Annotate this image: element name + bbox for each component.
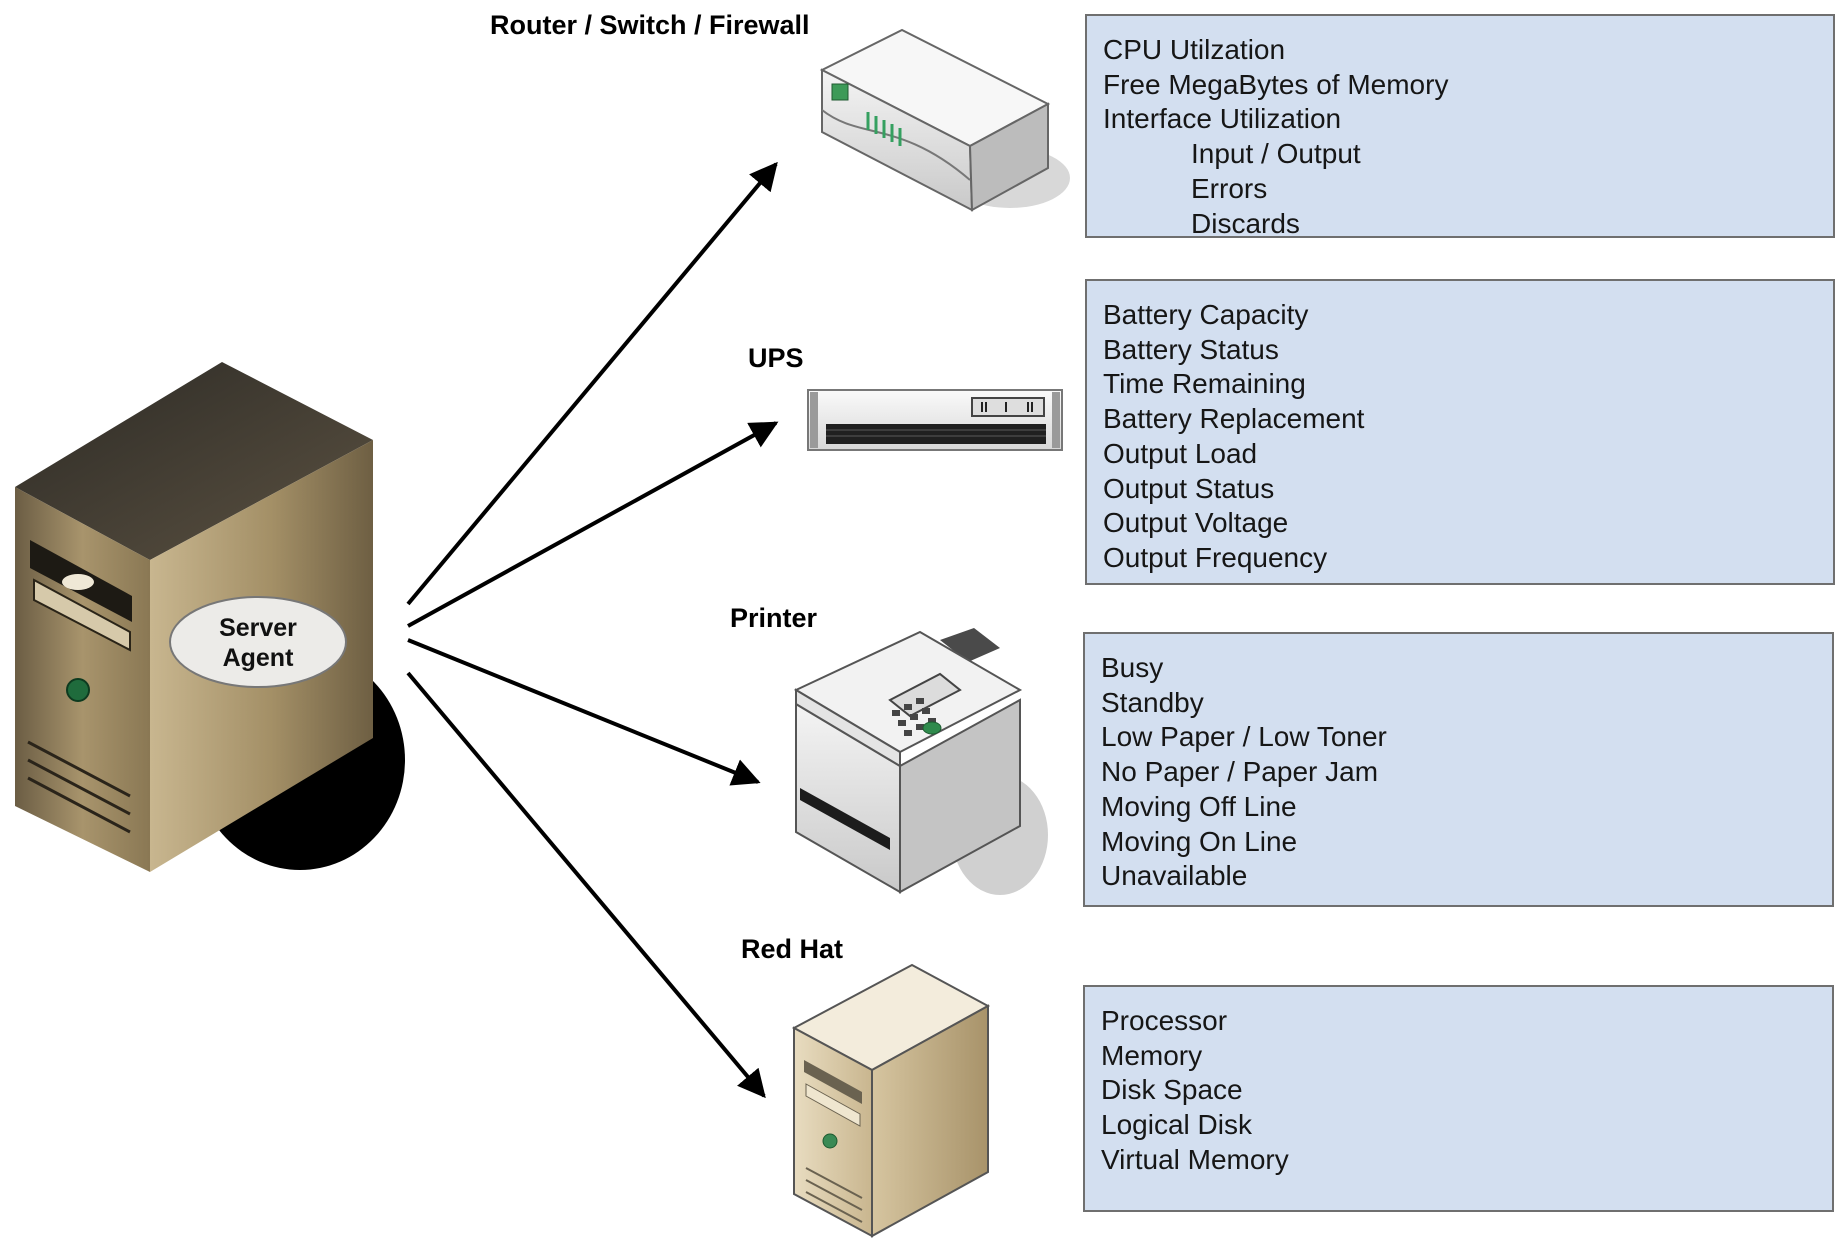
server-agent-label-line2: Agent — [223, 644, 295, 672]
arrows — [406, 161, 779, 1099]
metric-item: Discards — [1191, 207, 1300, 239]
metric-item: Battery Status — [1103, 333, 1279, 365]
metric-item: No Paper / Paper Jam — [1101, 756, 1379, 788]
metric-item: Time Remaining — [1103, 368, 1306, 400]
red-hat-icon — [791, 963, 991, 1238]
metric-item: Logical Disk — [1101, 1109, 1252, 1141]
ups-icon — [807, 389, 1063, 451]
ups-label: UPS — [748, 343, 804, 373]
metric-item: Battery Capacity — [1103, 299, 1309, 330]
metric-item: Moving On Line — [1101, 825, 1298, 857]
metric-item: Unavailable — [1101, 860, 1248, 892]
router-label: Router / Switch / Firewall — [490, 10, 810, 40]
printer-icon — [793, 628, 1048, 895]
arrow-to-router — [406, 161, 778, 606]
router-metrics-box: CPU Utilzation Free MegaBytes of Memory … — [1085, 14, 1835, 239]
server-agent-label-line1: Server — [219, 614, 297, 642]
server-agent-icon — [15, 362, 405, 872]
metric-item: Output Frequency — [1103, 541, 1328, 573]
arrow-to-ups — [407, 421, 779, 628]
arrow-to-red-hat — [406, 671, 766, 1099]
printer-label: Printer — [730, 603, 818, 633]
metric-item: Memory — [1101, 1039, 1203, 1071]
ups-metrics-box: Battery Capacity Battery Status Time Rem… — [1085, 279, 1835, 585]
metric-item: Free MegaBytes of Memory — [1103, 68, 1449, 100]
metric-item: Output Voltage — [1103, 507, 1289, 539]
router-icon — [819, 28, 1070, 212]
metric-item: Interface Utilization — [1103, 103, 1342, 135]
red-hat-label: Red Hat — [741, 934, 843, 964]
metric-item: Battery Replacement — [1103, 403, 1365, 435]
arrow-to-printer — [407, 638, 761, 786]
metric-item: Output Load — [1103, 437, 1258, 469]
printer-metrics-box: Busy Standby Low Paper / Low Toner No Pa… — [1083, 632, 1834, 907]
metric-item: Moving Off Line — [1101, 790, 1297, 822]
metric-item: Virtual Memory — [1101, 1143, 1289, 1175]
metric-item: Low Paper / Low Toner — [1101, 721, 1387, 753]
metric-item: Errors — [1191, 172, 1268, 204]
metric-item: Disk Space — [1101, 1074, 1243, 1106]
metric-item: Output Status — [1103, 472, 1275, 504]
metric-item: Processor — [1101, 1005, 1228, 1036]
metric-item: Input / Output — [1191, 138, 1361, 170]
red-hat-metrics-box: Processor Memory Disk Space Logical Disk… — [1083, 985, 1834, 1212]
metric-item: Standby — [1101, 686, 1204, 718]
metric-item: Busy — [1101, 652, 1164, 683]
metric-item: CPU Utilzation — [1103, 34, 1286, 65]
